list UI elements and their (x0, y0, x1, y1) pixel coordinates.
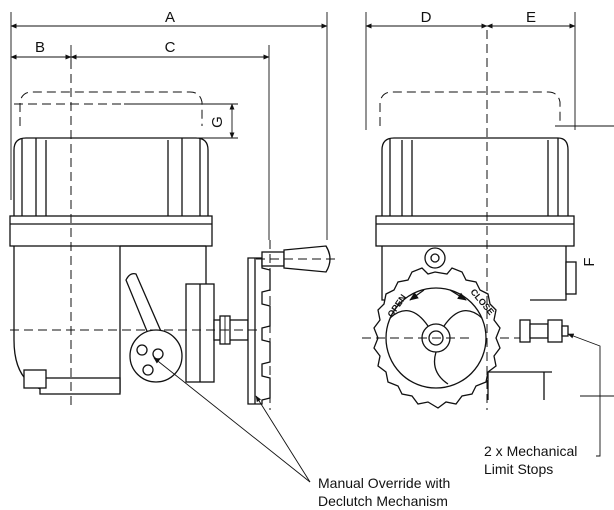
leader-limit-stops (567, 333, 601, 457)
dimension-label-b: B (35, 39, 45, 56)
dimension-label-d: D (421, 9, 432, 26)
manual-override-label-line1: Manual Override with (318, 475, 450, 491)
limit-stops-label-line2: Limit Stops (484, 461, 553, 477)
actuator-side-view (9, 91, 249, 395)
dimension-label-e: E (526, 9, 536, 26)
limit-stops-label-line1: 2 x Mechanical (484, 443, 577, 459)
dimension-label-g: G (209, 116, 226, 128)
centerlines-side-view (10, 60, 340, 410)
dimension-label-c: C (165, 39, 176, 56)
centerlines-front-view (362, 30, 520, 410)
leader-manual-override (153, 357, 311, 483)
dimension-label-a: A (165, 9, 175, 26)
handwheel-side-view (247, 245, 331, 405)
manual-override-label-line2: Declutch Mechanism (318, 493, 448, 509)
dimension-lines-front-view (365, 12, 614, 397)
dimension-label-f: F (581, 257, 598, 266)
actuator-front-view (375, 91, 577, 400)
